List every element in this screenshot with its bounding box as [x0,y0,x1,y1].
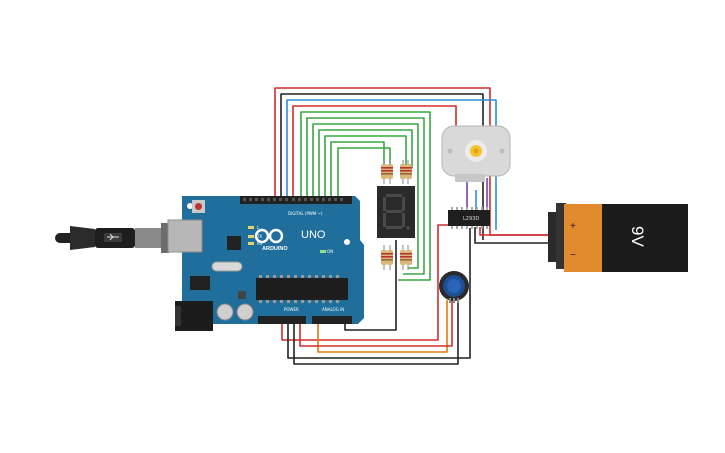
resistor[interactable] [400,160,406,184]
wire-black-display[interactable] [344,240,397,331]
dc-motor[interactable] [441,125,511,182]
power-header[interactable] [258,316,306,324]
motor-gear-icon [470,145,482,157]
digital-header-label: DIGITAL (PWM ~) [288,211,323,216]
resistor[interactable] [387,245,393,270]
arduino-board[interactable]: L TX RX ARDUINO UNO ON DIGITAL (PWM ~) [167,196,364,331]
driver-ic-label: L293D [463,216,479,222]
wires [274,87,548,365]
arduino-logo-text: ARDUINO [262,246,288,252]
capacitor-1 [216,303,234,321]
wire-black-pot[interactable] [293,300,459,365]
wire-green-7[interactable] [337,147,391,198]
battery-minus-label: − [570,250,576,261]
wire-green-6[interactable] [330,141,385,198]
wire-red-battery[interactable] [479,227,548,236]
seven-segment-display[interactable] [377,186,415,238]
motor-driver-ic[interactable]: L293D [448,207,490,229]
arduino-infinity-logo [254,228,284,244]
wire-green-1[interactable] [300,111,431,281]
resistor[interactable] [381,160,387,184]
wire-orange-pot[interactable] [317,300,448,353]
wire-black-power[interactable] [287,228,471,359]
power-header-label: POWER [284,307,299,312]
usb-icon [107,233,119,241]
led-rx-label: RX [257,241,263,246]
resistor[interactable] [406,160,412,184]
resistors [381,160,412,270]
atmega-chip [256,278,348,300]
battery-9v[interactable]: + − 9V [548,203,688,272]
usb-jack [167,219,203,253]
usb-cable[interactable] [55,223,169,253]
digital-header-pins [243,198,343,201]
potentiometer[interactable] [439,271,469,303]
analog-header-label: ANALOG IN [322,307,344,312]
battery-voltage-label: 9V [628,226,647,247]
resistor[interactable] [381,245,387,270]
led-l-label: L [257,225,260,230]
voltage-regulator [190,276,210,290]
crystal [211,261,243,272]
wire-red-power[interactable] [281,224,448,341]
wire-red-pot[interactable] [299,300,453,347]
analog-header[interactable] [312,316,352,324]
wire-green-2[interactable] [306,117,425,275]
usb-chip [227,236,241,250]
capacitor-2 [236,303,254,321]
resistor[interactable] [406,245,412,270]
resistor[interactable] [400,245,406,270]
battery-plus-label: + [570,221,576,232]
digital-header[interactable] [240,196,352,204]
on-label: ON [327,249,333,254]
wire-green-3[interactable] [312,123,419,269]
power-jack [175,301,213,331]
wire-black-battery[interactable] [474,227,548,244]
board-model-label: UNO [301,229,326,241]
resistor[interactable] [387,160,393,184]
led-tx-label: TX [256,234,262,239]
